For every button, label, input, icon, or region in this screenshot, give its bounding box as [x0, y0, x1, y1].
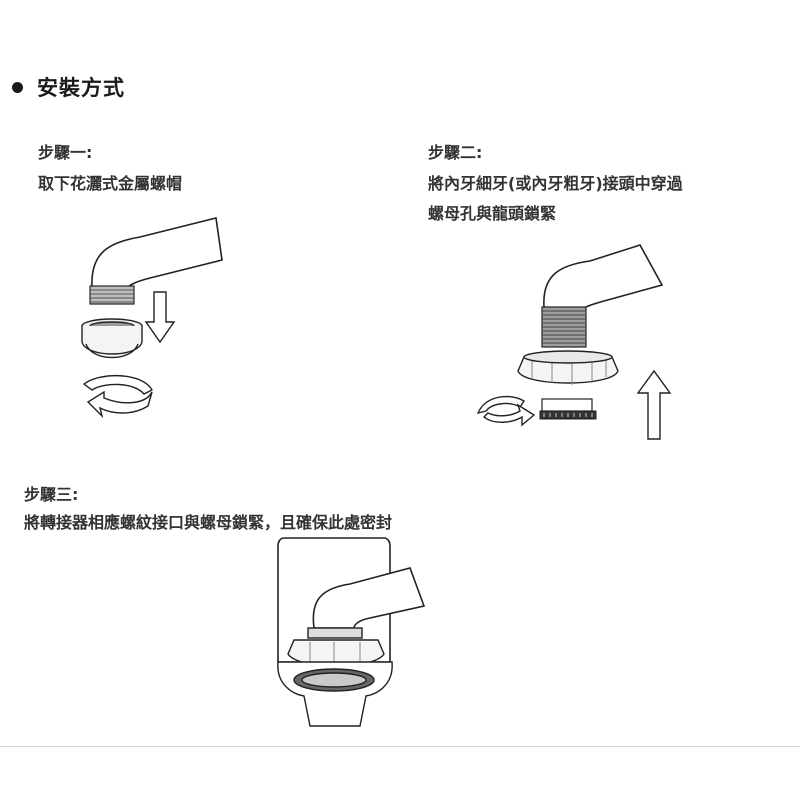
up-arrow-icon: [636, 369, 672, 440]
threaded-connector-icon: [89, 285, 135, 305]
bullet-icon: [12, 81, 23, 93]
faucet-spout-icon: [312, 567, 426, 629]
step2-illustration: [476, 244, 672, 440]
adapter-nut-icon: [277, 627, 393, 727]
faucet-spout-icon: [91, 217, 223, 289]
step2-line1: 將內牙細牙(或內牙粗牙)接頭中穿過: [428, 174, 683, 193]
rotate-arrow-icon: [82, 375, 153, 419]
step1-line1: 取下花灑式金屬螺帽: [38, 174, 183, 193]
step1-title: 步驟一:: [38, 143, 93, 162]
threaded-connector-icon: [541, 306, 587, 348]
step3-title: 步驟三:: [24, 485, 79, 504]
adapter-nut-icon: [517, 350, 619, 385]
step2-title: 步驟二:: [428, 143, 483, 162]
step1-illustration: [81, 217, 223, 419]
section-title: 安裝方式: [37, 76, 125, 100]
threaded-connector-icon: [539, 398, 597, 420]
step3-illustration: [277, 537, 426, 727]
faucet-spout-icon: [543, 244, 664, 310]
step3-line1: 將轉接器相應螺紋接口與螺母鎖緊，且確保此處密封: [24, 513, 393, 532]
down-arrow-icon: [144, 291, 176, 344]
step2-line2: 螺母孔與龍頭鎖緊: [428, 204, 557, 223]
bottom-divider: [0, 746, 800, 747]
adapter-nut-icon: [81, 318, 143, 359]
rotate-arrow-icon: [476, 395, 536, 427]
section-heading: 安裝方式: [12, 72, 125, 102]
